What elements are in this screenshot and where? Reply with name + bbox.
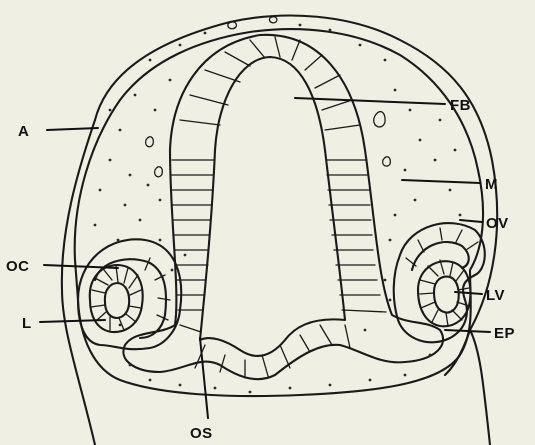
- leader-A: [47, 128, 98, 130]
- leader-OS: [200, 338, 208, 418]
- label-OV: OV: [486, 215, 509, 232]
- leader-OV: [460, 220, 482, 222]
- forebrain-outer-wall: [123, 35, 443, 379]
- label-M: M: [485, 176, 498, 193]
- leader-EP: [445, 330, 490, 332]
- left-lens-lumen: [105, 283, 129, 318]
- label-EP: EP: [494, 325, 515, 342]
- right-lens-lumen: [434, 277, 459, 313]
- label-L: L: [22, 315, 32, 332]
- label-LV: LV: [486, 287, 505, 304]
- neural-wall-striations: [172, 37, 386, 378]
- mesenchyme-stippling: [94, 24, 462, 394]
- forebrain-lumen: [200, 57, 345, 356]
- label-A: A: [18, 123, 29, 140]
- label-leader-lines: [40, 98, 490, 418]
- left-lens-outer: [90, 265, 143, 332]
- leader-FB: [295, 98, 445, 104]
- label-OC: OC: [6, 258, 30, 275]
- leader-M: [402, 180, 480, 183]
- label-FB: FB: [450, 97, 471, 114]
- label-OS: OS: [190, 425, 213, 442]
